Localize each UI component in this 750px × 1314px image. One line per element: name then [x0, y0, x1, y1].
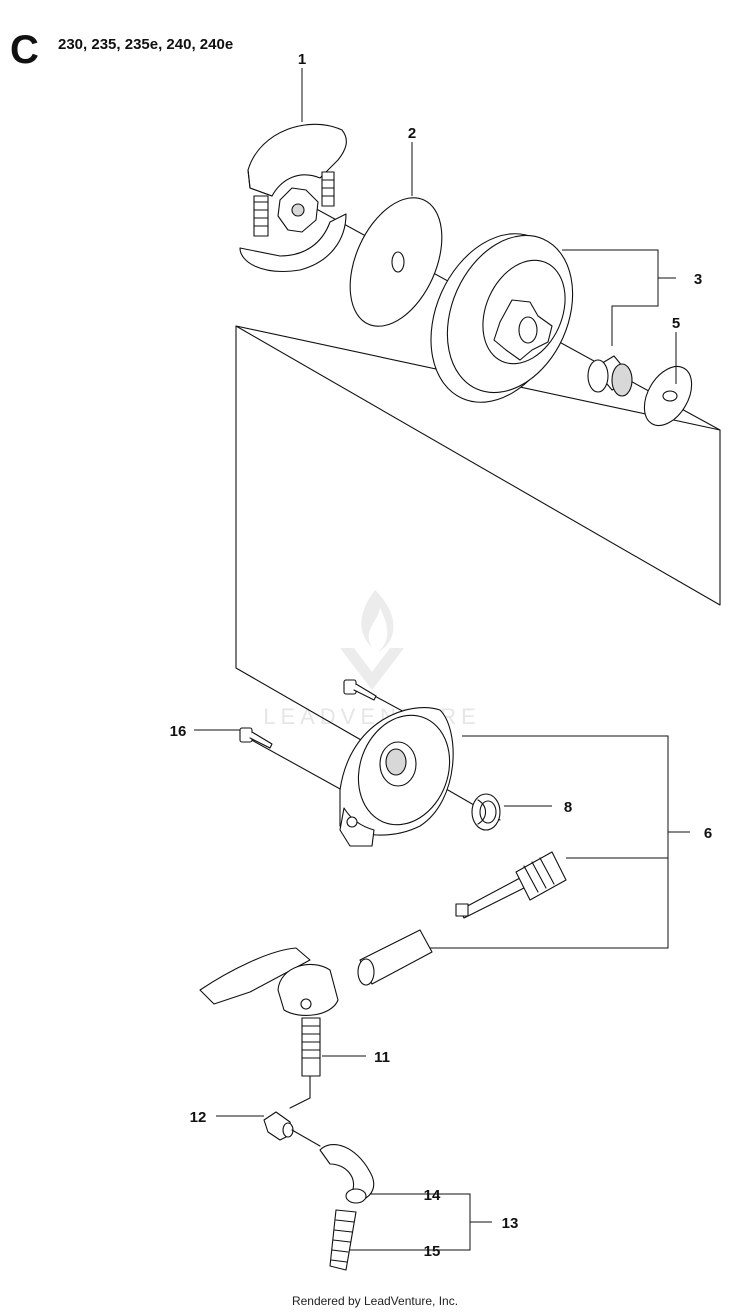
watermark: LEADVENTURE [263, 590, 476, 729]
leader-14-15 [350, 1193, 471, 1251]
needle-bearing-part [587, 355, 633, 397]
callout-8: 8 [564, 799, 572, 816]
oil-pump-housing-part [339, 707, 454, 847]
worm-gear-part [471, 793, 501, 831]
suction-hose-part [289, 1017, 321, 1109]
callout-3: 3 [694, 271, 702, 288]
callout-12: 12 [190, 1109, 207, 1126]
clutch-drum-part [430, 233, 574, 403]
leader-3 [562, 249, 659, 346]
bolt-16 [239, 727, 273, 749]
hose-elbow-part [319, 1144, 375, 1204]
section-letter: C [10, 28, 39, 72]
oil-strainer-part [329, 1209, 357, 1271]
washer-part [349, 197, 443, 327]
callout-5: 5 [672, 315, 680, 332]
callout-14: 14 [424, 1187, 441, 1204]
callout-16: 16 [170, 723, 187, 740]
watermark-v-icon [340, 648, 404, 690]
callout-6: 6 [704, 825, 712, 842]
callout-15: 15 [424, 1243, 441, 1260]
leader-6 [430, 735, 669, 949]
pump-shaft-part [455, 851, 567, 919]
bolt-upper [343, 679, 377, 701]
callout-1: 1 [298, 51, 306, 68]
clutch-part [239, 123, 347, 272]
assembly-outline [235, 325, 721, 821]
thrust-washer-part [643, 365, 693, 427]
footer-credit: Rendered by LeadVenture, Inc. [291, 1294, 459, 1308]
pump-piston-part [357, 929, 433, 986]
model-list: 230, 235, 235e, 240, 240e [58, 36, 234, 53]
watermark-flame-icon [361, 590, 394, 652]
callout-13: 13 [502, 1215, 519, 1232]
hose-nipple-part [263, 1111, 321, 1147]
pump-body-part [199, 947, 339, 1016]
callout-2: 2 [408, 125, 416, 142]
callout-11: 11 [374, 1049, 390, 1066]
